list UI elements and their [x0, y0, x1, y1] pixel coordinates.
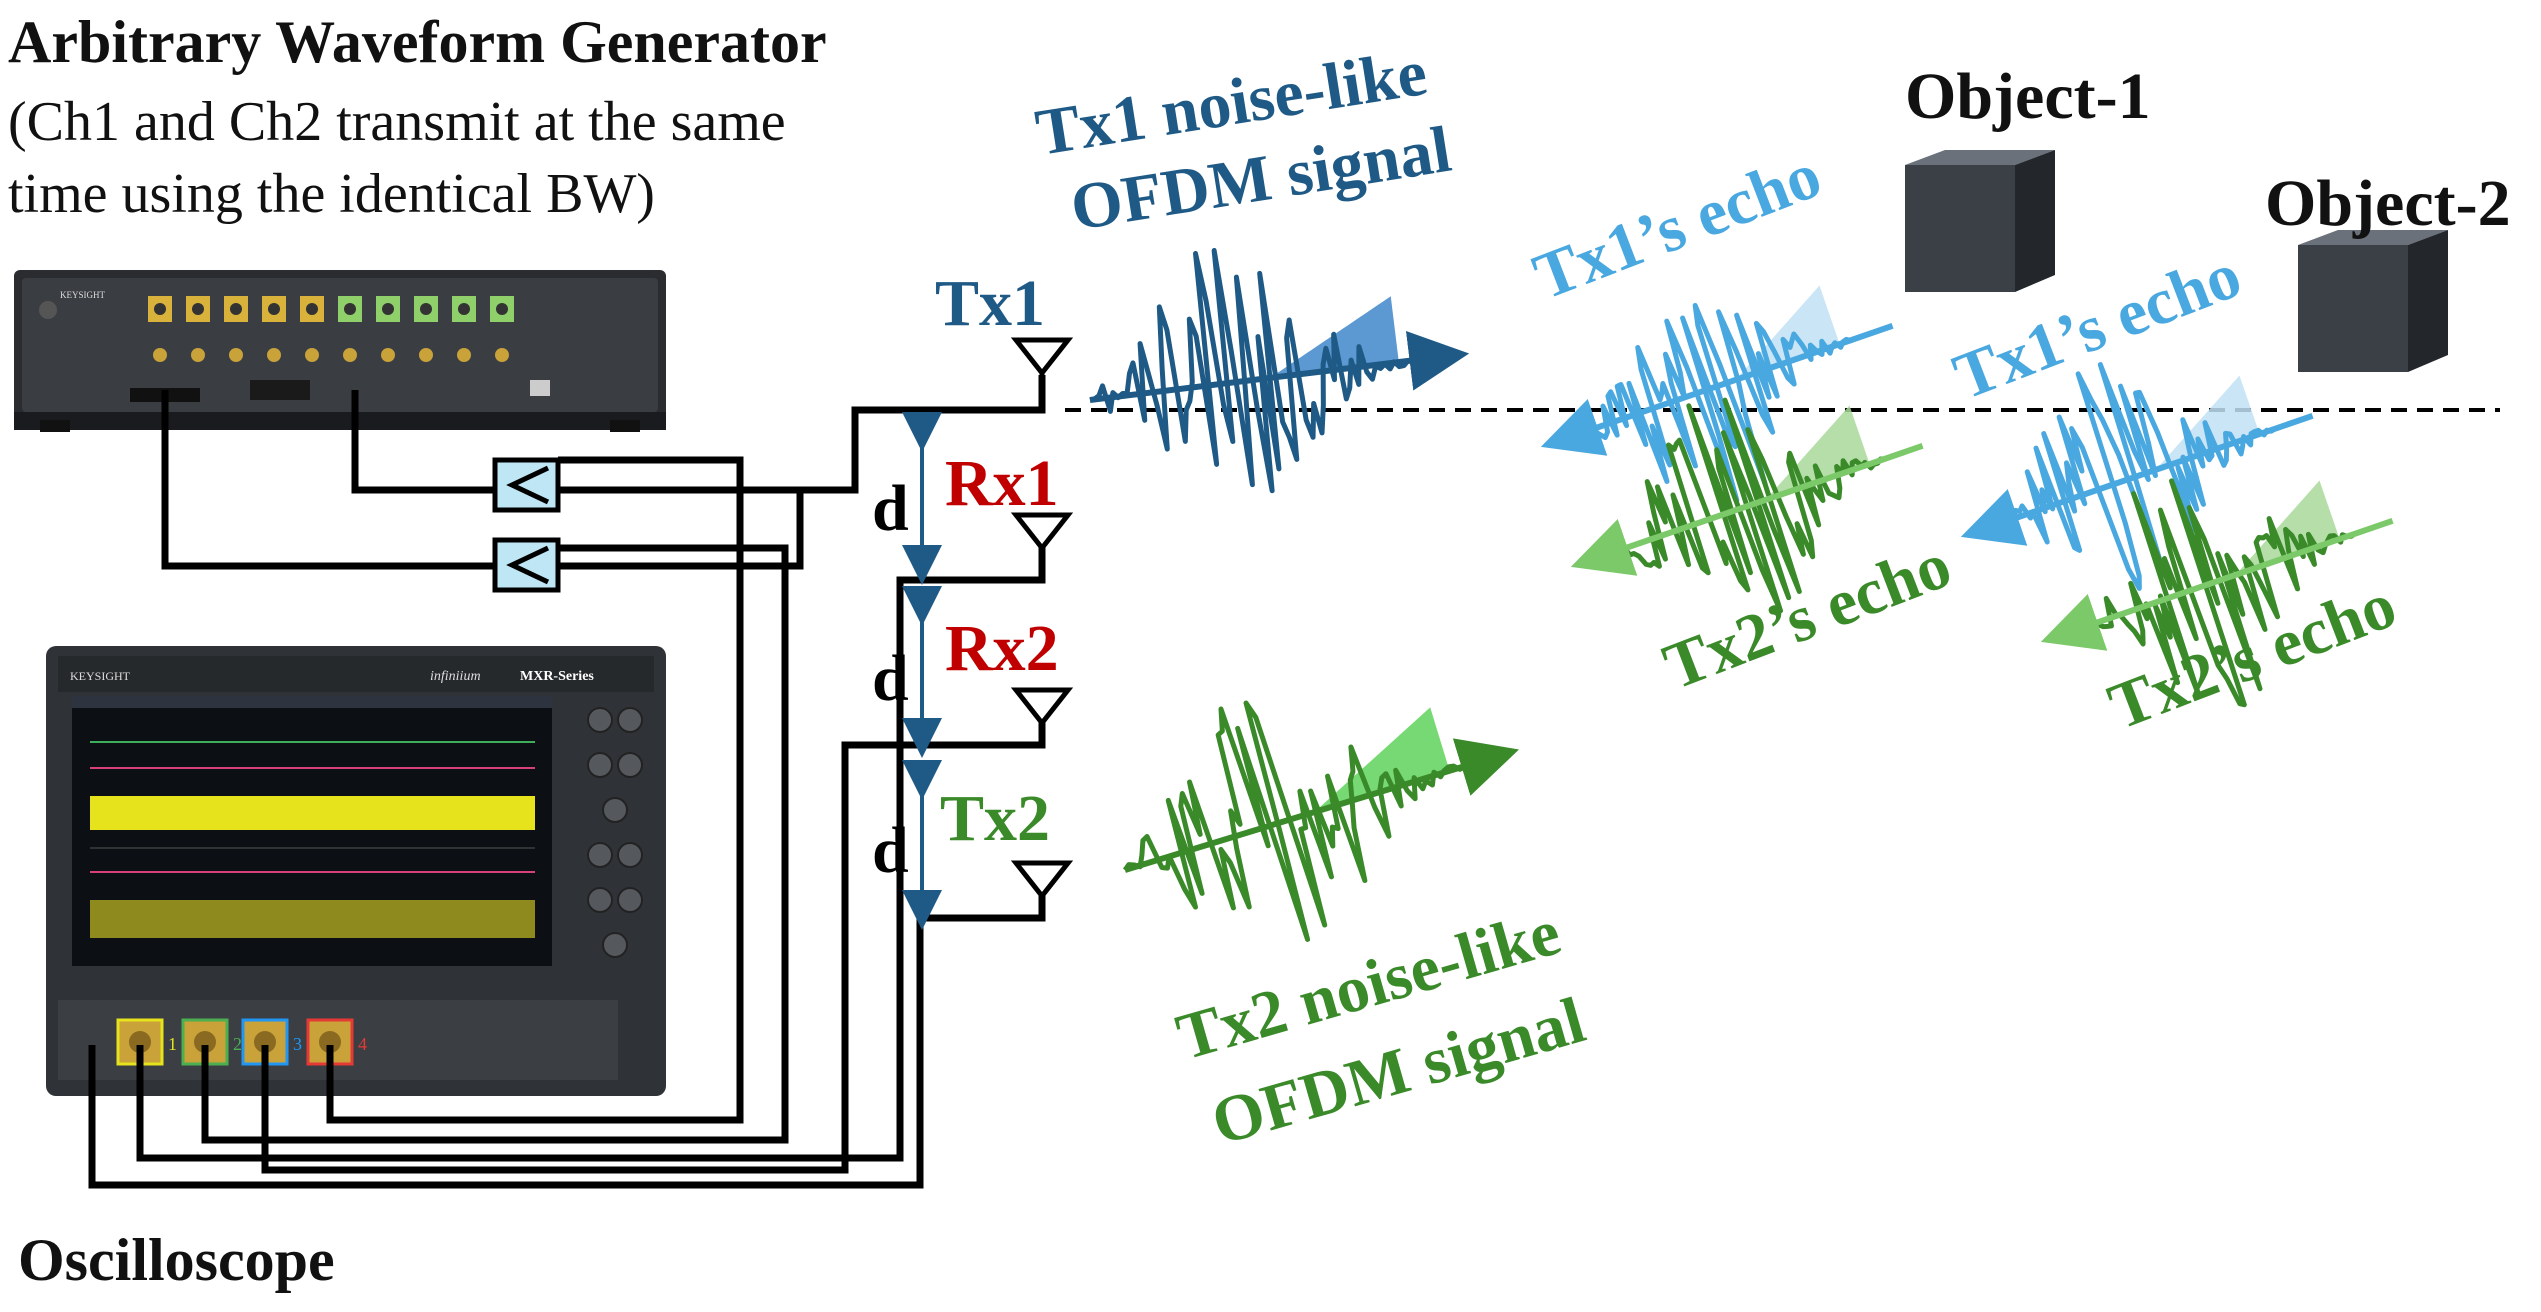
awg-sma-port — [419, 348, 433, 362]
awg-port-center — [154, 303, 166, 315]
scope-connector-center — [254, 1031, 276, 1053]
spacing-d-2: d — [872, 642, 909, 715]
scope-model-text: infiniium — [430, 669, 481, 684]
scope-ch2-trace — [90, 900, 535, 938]
splitter-2 — [492, 537, 561, 593]
tx1-transmit-wave — [1089, 248, 1470, 494]
waveforms — [1089, 248, 2394, 942]
wave-direction-arrow — [1124, 738, 1519, 873]
awg-ports — [148, 296, 514, 362]
wave-direction-arrow — [1960, 412, 2314, 546]
tx2-transmit-wave — [1122, 700, 1519, 942]
awg-port-center — [420, 303, 432, 315]
tx2-label: Tx2 — [940, 782, 1050, 855]
scope-knob — [587, 887, 613, 913]
tx2-echo-object1-wave — [1570, 397, 1924, 614]
awg-sma-port — [191, 348, 205, 362]
wave-direction-arrow — [1089, 330, 1470, 403]
wave-envelope-fill — [1733, 285, 1840, 382]
awg-sma-port — [495, 348, 509, 362]
oscilloscope-title: Oscilloscope — [18, 1227, 335, 1293]
spacing-d-1: d — [872, 472, 909, 545]
awg-port-center — [382, 303, 394, 315]
awg-sma-port — [153, 348, 167, 362]
tx1-label: Tx1 — [935, 267, 1045, 340]
awg-sma-port — [305, 348, 319, 362]
object-2-cube — [2298, 230, 2448, 372]
scope-knob — [617, 752, 643, 778]
awg-port-center — [306, 303, 318, 315]
scope-connector-center — [319, 1031, 341, 1053]
scope-channel-number: 4 — [358, 1034, 367, 1054]
splitter-1 — [492, 457, 561, 513]
awg-port-center — [344, 303, 356, 315]
scope-knob — [587, 842, 613, 868]
scope-knob — [617, 842, 643, 868]
oscilloscope-instrument: KEYSIGHT infiniium MXR-Series 1 2 3 4 — [46, 646, 666, 1096]
tx2-echo-object2-wave — [2040, 478, 2394, 708]
antenna-symbol — [1010, 337, 1074, 378]
awg-title: Arbitrary Waveform Generator — [8, 9, 827, 75]
scope-knob — [587, 752, 613, 778]
wave-direction-arrow — [1540, 322, 1894, 456]
awg-sma-port — [267, 348, 281, 362]
scope-ch1-trace — [90, 796, 535, 830]
awg-sma-port — [229, 348, 243, 362]
scope-knob — [602, 932, 628, 958]
wave-trace — [2089, 478, 2357, 708]
scope-knob — [617, 887, 643, 913]
scope-knobs — [587, 707, 643, 958]
scope-knob — [602, 797, 628, 823]
scope-channel-number: 1 — [168, 1034, 177, 1054]
awg-port-center — [458, 303, 470, 315]
object-1-cube — [1905, 150, 2055, 292]
scope-channel-number: 2 — [233, 1034, 242, 1054]
rx2-label: Rx2 — [945, 612, 1059, 685]
object-1-label: Object-1 — [1905, 60, 2151, 133]
scope-channel-number: 3 — [293, 1034, 302, 1054]
wave-envelope-fill — [1311, 707, 1450, 815]
antenna-symbol — [1010, 687, 1074, 728]
scope-knob — [587, 707, 613, 733]
awg-sma-port — [381, 348, 395, 362]
wave-direction-arrow — [1570, 442, 1924, 576]
tx1-echo-object1-wave — [1540, 285, 1894, 503]
scope-connector-center — [194, 1031, 216, 1053]
scope-brand: KEYSIGHT — [70, 669, 131, 683]
antenna-symbol — [1010, 860, 1074, 901]
awg-port-center — [268, 303, 280, 315]
awg-port-center — [230, 303, 242, 315]
awg-note-line2: time using the identical BW) — [8, 163, 655, 225]
awg-port-center — [192, 303, 204, 315]
awg-brand: KEYSIGHT — [60, 290, 105, 300]
echo-tx1-object1: Tx1’s echo — [1524, 138, 1830, 314]
scope-knob — [617, 707, 643, 733]
wave-trace — [1089, 248, 1419, 494]
cables — [88, 375, 1046, 1189]
spacing-d-3: d — [872, 814, 909, 887]
rx1-label: Rx1 — [945, 447, 1059, 520]
object-2-label: Object-2 — [2265, 167, 2511, 240]
wave-envelope-fill — [1763, 405, 1870, 502]
antenna-symbol — [1010, 512, 1074, 553]
awg-port-center — [496, 303, 508, 315]
scope-series: MXR-Series — [520, 669, 594, 684]
awg-sma-port — [343, 348, 357, 362]
awg-note-line1: (Ch1 and Ch2 transmit at the same — [8, 91, 786, 153]
tx1-echo-object2-wave — [1960, 362, 2314, 591]
wave-trace — [2008, 362, 2277, 591]
wave-trace — [1618, 397, 1885, 614]
wave-trace — [1122, 700, 1471, 942]
spacing-markers: d d d — [872, 412, 942, 930]
antenna-array — [1010, 337, 1074, 916]
awg-instrument: KEYSIGHT — [14, 270, 666, 432]
scope-connector-center — [129, 1031, 151, 1053]
awg-sma-port — [457, 348, 471, 362]
wave-direction-arrow — [2040, 517, 2394, 651]
